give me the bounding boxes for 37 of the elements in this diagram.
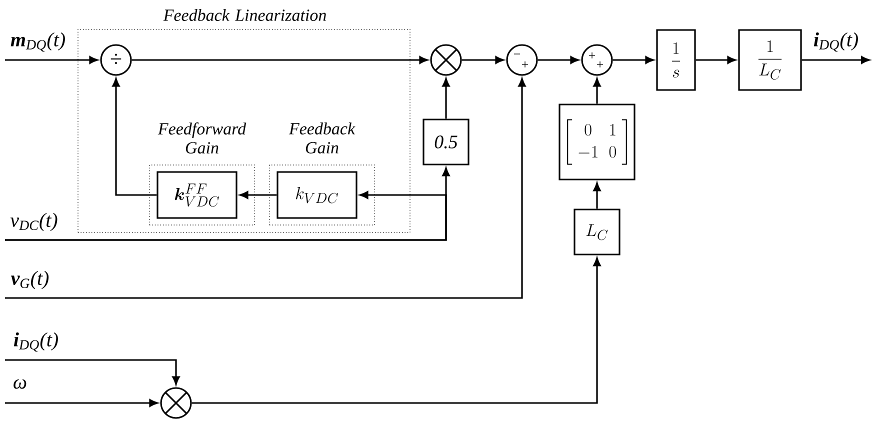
group-heading: Feedforward Gain — [158, 122, 246, 154]
signal-label: v$_{G}$(t) — [10, 270, 50, 290]
signal-arrow — [442, 78, 450, 119]
signal-arrow — [612, 56, 654, 64]
signal-arrow — [802, 56, 870, 64]
gain-block: $\frac{1}{s}$ — [656, 29, 696, 91]
gain-block: $k_{VDC}$ — [276, 171, 358, 219]
summing-junction: + + — [581, 44, 613, 76]
signal-arrow — [5, 399, 158, 407]
gain-block: $L_C$ — [574, 208, 620, 256]
signal-arrow — [5, 191, 447, 241]
summing-junction: − + — [506, 44, 538, 76]
signal-arrow — [593, 182, 601, 209]
signal-arrow — [5, 56, 98, 64]
signal-arrow — [593, 78, 601, 104]
signal-label: m$_{DQ}$(t) — [9, 31, 67, 53]
signal-arrow — [462, 56, 504, 64]
signal-arrow — [192, 258, 601, 404]
signal-label: v$_{DC}$(t) — [9, 212, 59, 232]
signal-label: i$_{DQ}$(t) — [812, 31, 860, 53]
group-heading: Feedback Gain — [288, 122, 356, 154]
group-heading: Feedback Linearization — [163, 9, 326, 21]
signal-arrow — [5, 359, 180, 385]
signal-label: i$_{DQ}$(t) — [12, 331, 60, 353]
signal-arrow — [5, 78, 526, 299]
multiplier-circle — [160, 387, 192, 419]
signal-arrow — [132, 56, 428, 64]
gain-block: $\frac{1}{L_C}$ — [738, 29, 802, 91]
gain-block: 0.5 — [422, 118, 470, 166]
signal-arrow — [538, 56, 579, 64]
gain-block: $\boldsymbol{k}_{VDC}^{FF}$ — [156, 171, 238, 219]
signal-arrow — [112, 78, 157, 196]
gain-block: $\left[\begin{array}{cc}0 & 1\\ -1 & 0\end{array}\right]$ — [558, 104, 636, 180]
signal-arrow — [240, 191, 277, 199]
signal-arrow — [696, 56, 736, 64]
signal-label: ω — [12, 378, 28, 390]
multiplier-circle — [430, 44, 462, 76]
